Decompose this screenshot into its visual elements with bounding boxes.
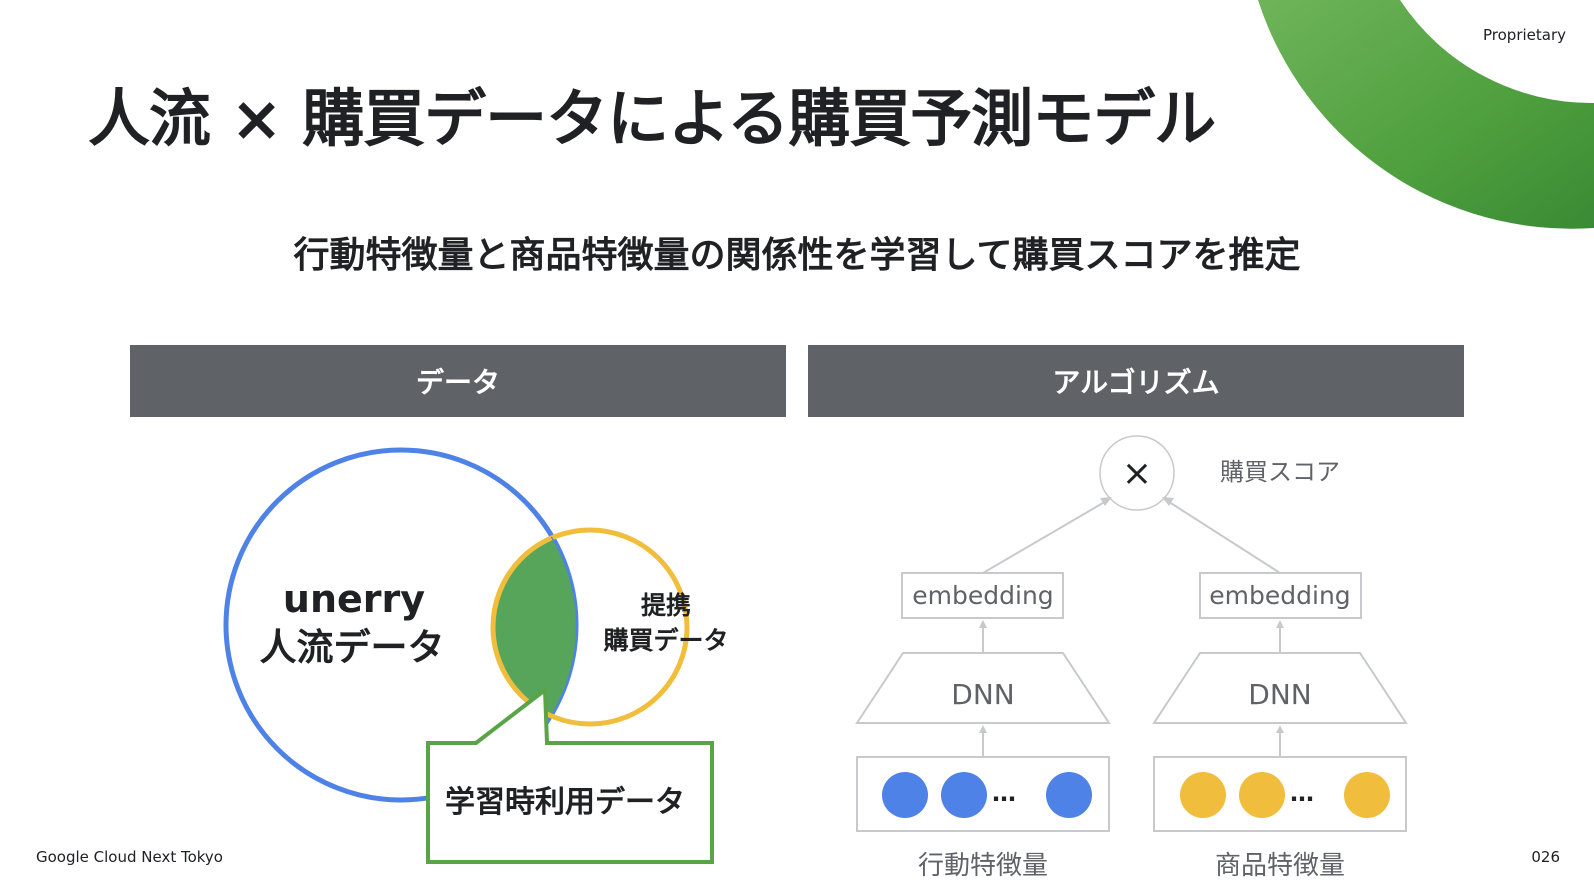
tower-label-right: 商品特徴量 — [1215, 851, 1345, 881]
feature-dot — [941, 772, 987, 818]
feature-dot — [1180, 772, 1226, 818]
dnn-label-left: DNN — [951, 678, 1014, 711]
callout-box — [426, 686, 714, 864]
venn-partner-label-line2: 購買データ — [603, 626, 728, 655]
item-tower: embedding DNN … 商品特徴量 — [1152, 572, 1408, 881]
algorithm-panel-header: アルゴリズム — [808, 345, 1464, 417]
footer-event-name: Google Cloud Next Tokyo — [36, 848, 223, 866]
embedding-box-left — [901, 572, 1064, 619]
venn-main-label-line2: 人流データ — [260, 626, 445, 669]
page-number: 026 — [1531, 848, 1560, 866]
dnn-trapezoid-right — [1152, 652, 1408, 724]
embedding-box-right — [1199, 572, 1362, 619]
feature-dot — [1046, 772, 1092, 818]
venn-partner-label-line1: 提携 — [641, 591, 691, 620]
behavior-tower: embedding DNN … 行動特徴量 — [855, 572, 1111, 881]
callout-label: 学習時利用データ — [445, 785, 685, 820]
dnn-label-right: DNN — [1248, 678, 1311, 711]
venn-overlap-region — [493, 530, 576, 724]
dnn-trapezoid-left — [855, 652, 1111, 724]
feature-dot — [1239, 772, 1285, 818]
embedding-label-right: embedding — [1209, 581, 1350, 610]
ellipsis-icon: … — [1290, 779, 1314, 807]
slide-subtitle: 行動特徴量と商品特徴量の関係性を学習して購買スコアを推定 — [293, 235, 1301, 276]
ellipsis-icon: … — [992, 779, 1016, 807]
venn-diagram: unerry 人流データ 提携 購買データ 学習時利用データ — [223, 447, 729, 864]
venn-partner-circle — [490, 527, 690, 727]
embedding-label-left: embedding — [912, 581, 1053, 610]
feature-dot — [1344, 772, 1390, 818]
tower-label-left: 行動特徴量 — [918, 851, 1048, 881]
venn-main-label-line1: unerry — [283, 577, 425, 621]
slide-title: 人流 × 購買データによる購買予測モデル — [88, 82, 1216, 155]
score-node — [1099, 435, 1175, 511]
proprietary-label: Proprietary — [1483, 26, 1566, 44]
feature-dot — [882, 772, 928, 818]
data-panel-header: データ — [130, 345, 786, 417]
multiply-icon: × — [1122, 453, 1152, 494]
score-label: 購買スコア — [1220, 458, 1340, 486]
